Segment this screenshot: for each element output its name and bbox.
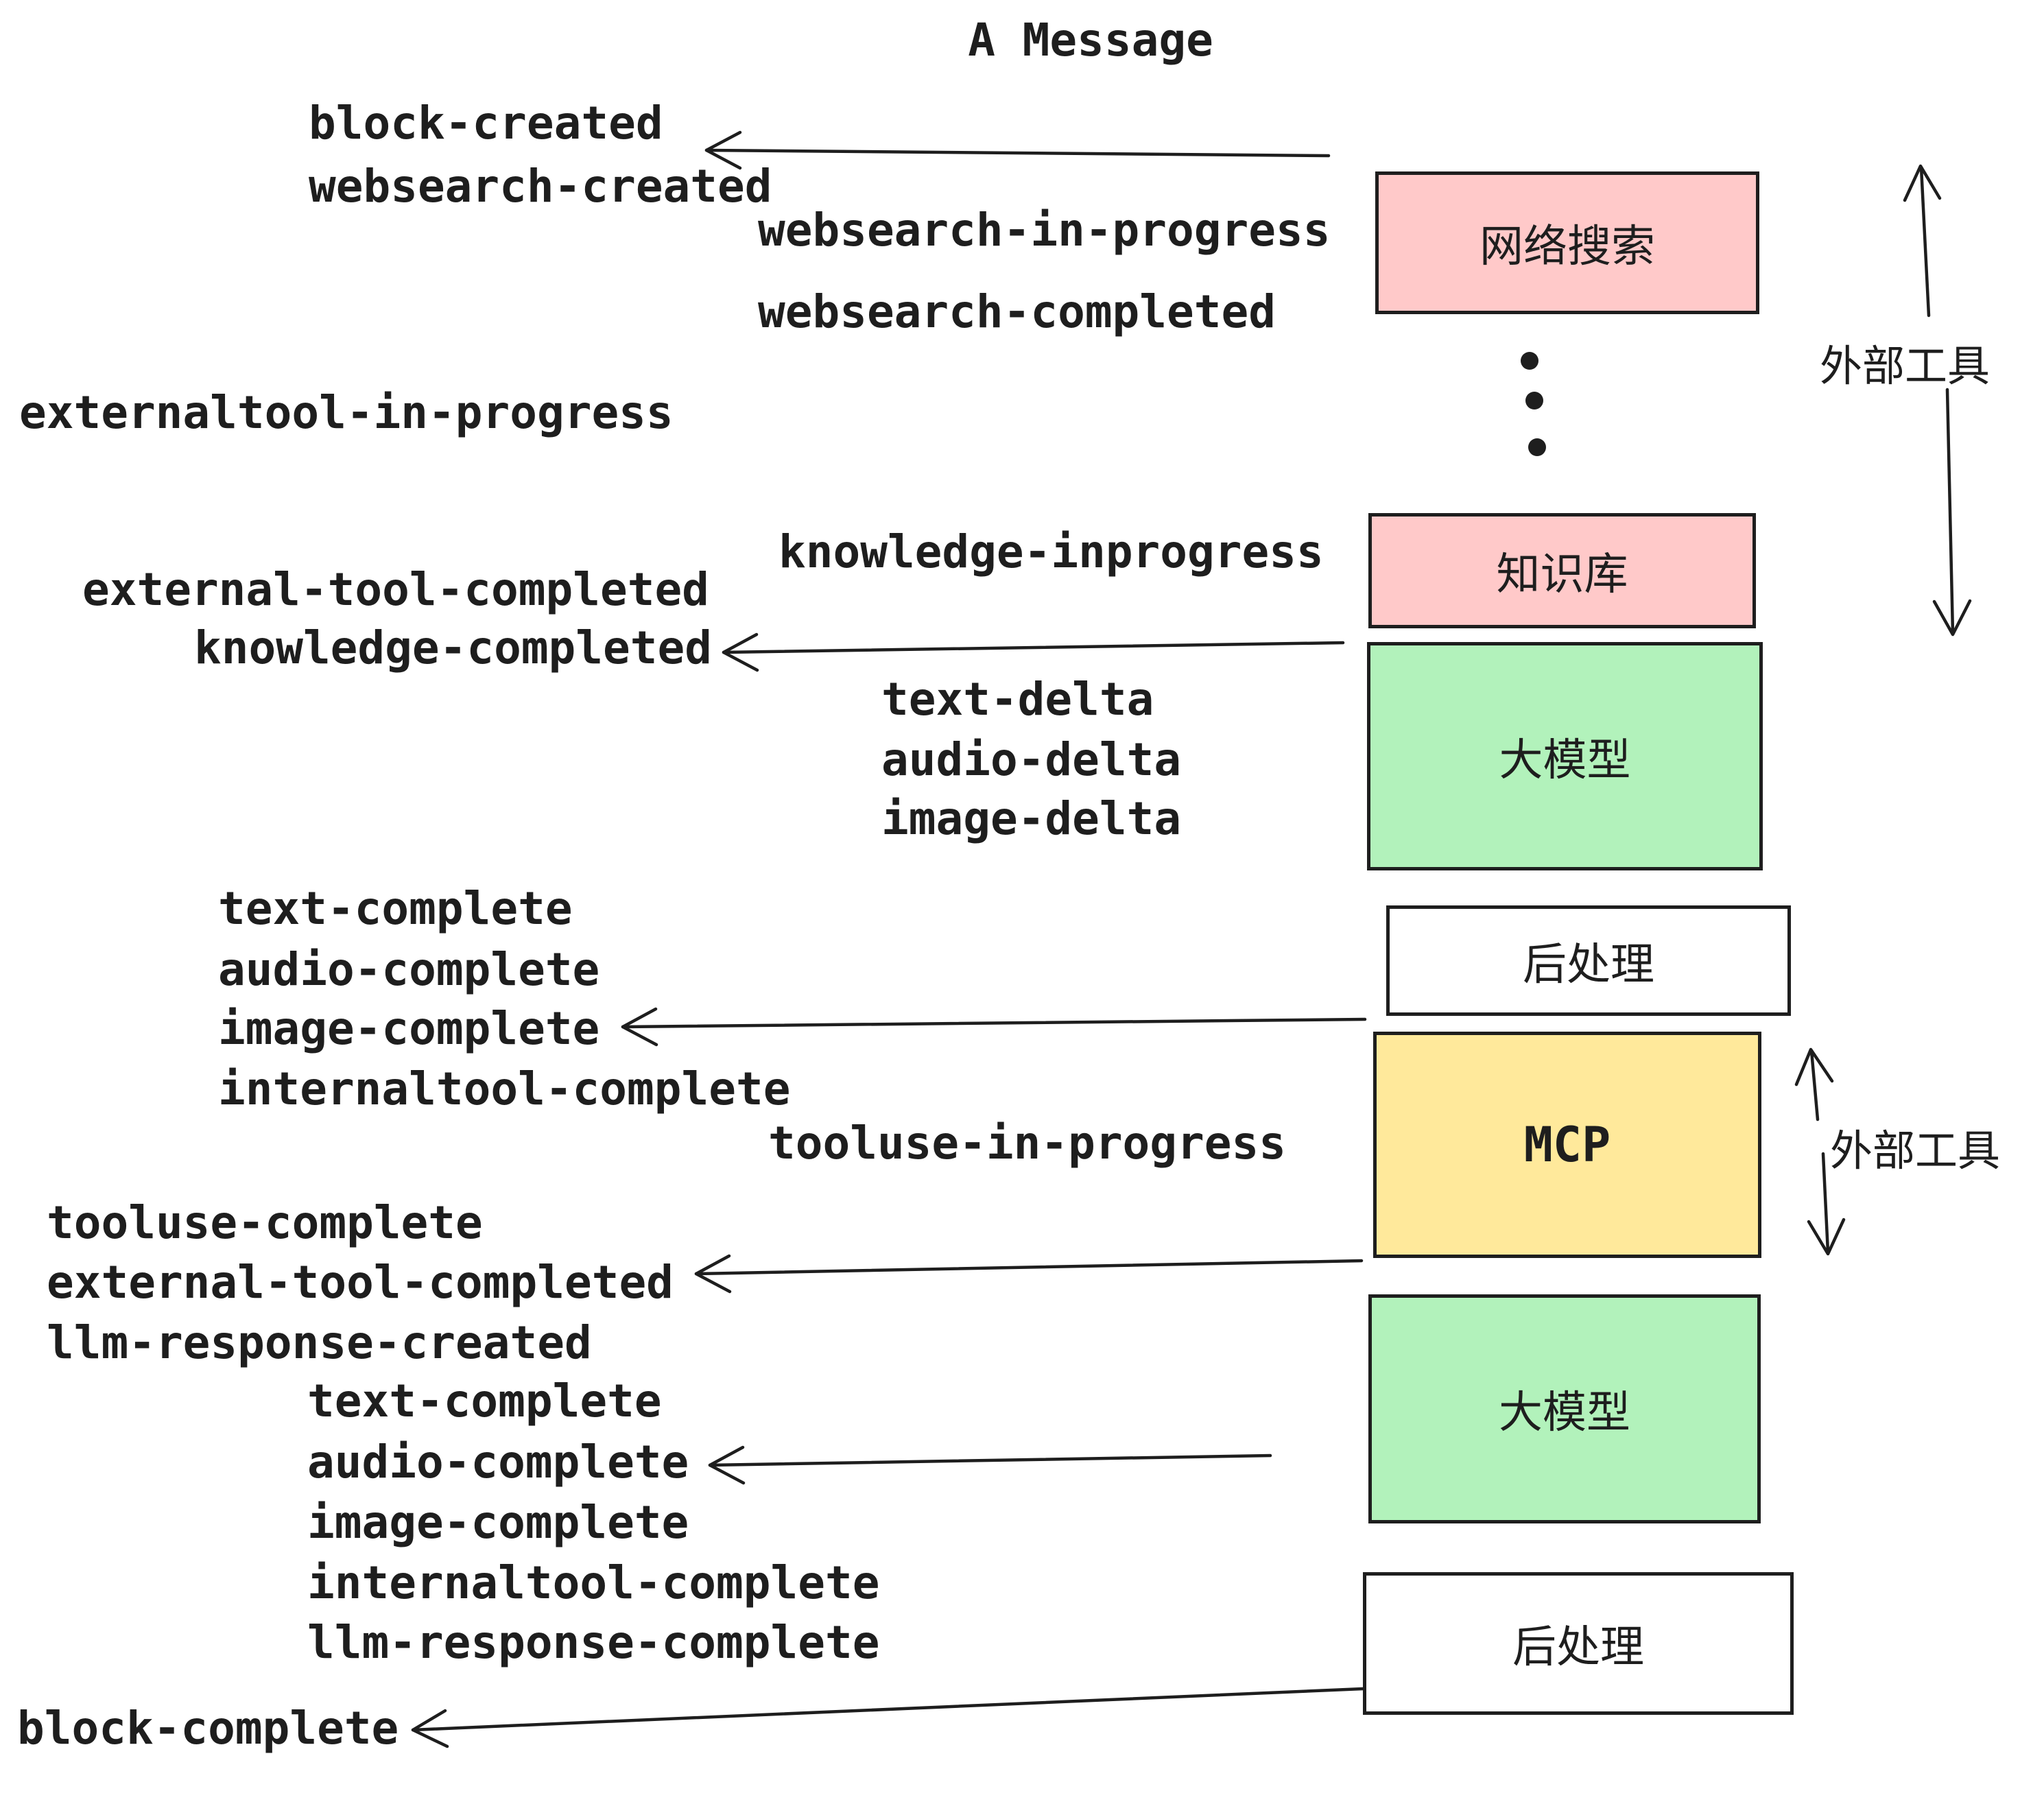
event-label-tooluse-in-progress: tooluse-in-progress bbox=[768, 1117, 1286, 1170]
box-mcp: MCP bbox=[1373, 1032, 1761, 1258]
external-tools-label-2: 外部工具 bbox=[1830, 1128, 2001, 1175]
arrow-knowledge-to-knowledge-completed bbox=[722, 632, 1345, 672]
event-label-websearch-completed: websearch-completed bbox=[758, 285, 1276, 338]
event-label-internaltool-complete-2: internaltool-complete bbox=[307, 1556, 880, 1609]
box-knowledge: 知识库 bbox=[1368, 513, 1756, 628]
box-postprocess-1: 后处理 bbox=[1386, 905, 1791, 1016]
event-label-audio-complete-2: audio-complete bbox=[307, 1436, 689, 1488]
event-label-block-created: block-created bbox=[309, 97, 663, 150]
box-mcp-label: MCP bbox=[1523, 1117, 1611, 1173]
box-llm-1-label: 大模型 bbox=[1499, 735, 1631, 785]
external-tools-up-arrow-2 bbox=[1794, 1047, 1834, 1121]
box-llm-2-label: 大模型 bbox=[1499, 1388, 1630, 1437]
diagram-title: A Message bbox=[968, 14, 1213, 67]
event-label-audio-delta: audio-delta bbox=[881, 733, 1182, 786]
event-label-websearch-in-progress: websearch-in-progress bbox=[758, 204, 1331, 257]
event-label-externaltool-in-progress: externaltool-in-progress bbox=[19, 386, 674, 439]
event-label-websearch-created: websearch-created bbox=[309, 160, 772, 213]
event-label-knowledge-completed: knowledge-completed bbox=[194, 621, 712, 674]
external-tools-label-1: 外部工具 bbox=[1820, 343, 1990, 390]
arrow-mcp-to-tooluse-complete bbox=[694, 1254, 1364, 1294]
box-knowledge-label: 知识库 bbox=[1496, 549, 1628, 599]
event-label-audio-complete: audio-complete bbox=[218, 943, 600, 996]
arrow-postprocess2-to-block-complete bbox=[411, 1687, 1365, 1748]
event-label-tooluse-complete: tooluse-complete bbox=[47, 1196, 483, 1249]
event-label-llm-response-created: llm-response-created bbox=[47, 1316, 592, 1369]
event-label-text-delta: text-delta bbox=[881, 673, 1154, 726]
event-label-text-complete: text-complete bbox=[218, 882, 573, 935]
event-label-image-complete-2: image-complete bbox=[307, 1496, 689, 1549]
box-llm-2: 大模型 bbox=[1368, 1294, 1761, 1523]
event-label-text-complete-2: text-complete bbox=[307, 1375, 662, 1427]
event-label-image-complete: image-complete bbox=[218, 1002, 600, 1055]
event-label-image-delta: image-delta bbox=[881, 792, 1182, 845]
event-label-external-tool-completed: external-tool-completed bbox=[82, 563, 709, 616]
box-websearch-label: 网络搜索 bbox=[1479, 222, 1655, 271]
box-postprocess-2: 后处理 bbox=[1363, 1572, 1794, 1715]
event-label-external-tool-completed-2: external-tool-completed bbox=[47, 1256, 674, 1309]
box-postprocess-1-label: 后处理 bbox=[1523, 939, 1654, 989]
external-tools-down-arrow-1 bbox=[1932, 388, 1972, 637]
box-llm-1: 大模型 bbox=[1367, 642, 1763, 870]
box-websearch: 网络搜索 bbox=[1375, 171, 1759, 314]
event-label-block-complete: block-complete bbox=[17, 1702, 399, 1755]
event-label-knowledge-inprogress: knowledge-inprogress bbox=[779, 525, 1324, 578]
ellipsis-dots bbox=[1521, 352, 1546, 456]
external-tools-down-arrow-2 bbox=[1807, 1152, 1846, 1256]
external-tools-up-arrow-1 bbox=[1903, 164, 1942, 318]
event-label-internaltool-complete: internaltool-complete bbox=[218, 1063, 791, 1115]
arrow-postprocess-to-image-complete bbox=[621, 1007, 1367, 1047]
arrow-llm2-to-audio-complete bbox=[708, 1445, 1272, 1485]
box-postprocess-2-label: 后处理 bbox=[1512, 1622, 1644, 1672]
arrow-websearch-to-block-created bbox=[704, 130, 1331, 170]
event-label-llm-response-complete: llm-response-complete bbox=[307, 1616, 880, 1669]
